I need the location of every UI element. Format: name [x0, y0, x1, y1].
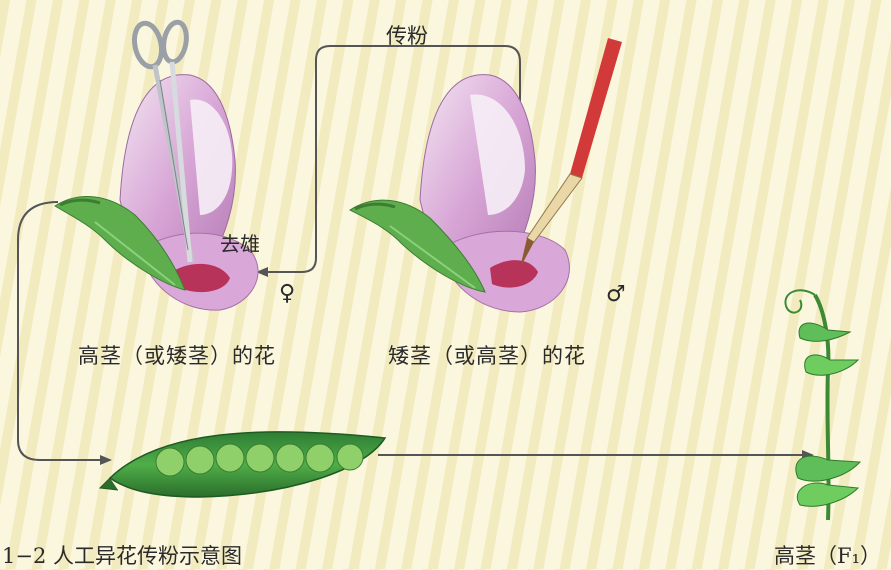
flower-icon: [55, 75, 258, 311]
figure-caption: 1−2 人工异花传粉示意图: [2, 540, 242, 570]
pea-pod-icon: [100, 432, 385, 497]
flower-icon: [350, 75, 569, 312]
pea-plant-icon: [785, 290, 860, 520]
offspring-caption: 高茎（F₁）: [774, 540, 881, 570]
emasculation-label: 去雄: [220, 228, 260, 257]
flower-right-caption: 矮茎（或高茎）的花: [388, 340, 586, 370]
brush-icon: [520, 38, 622, 268]
female-symbol: ♀: [279, 281, 295, 306]
pollination-label: 传粉: [386, 20, 428, 50]
flower-to-pod-arrow: [18, 202, 110, 460]
male-symbol: ♂: [606, 282, 626, 307]
flower-left-caption: 高茎（或矮茎）的花: [78, 340, 276, 370]
